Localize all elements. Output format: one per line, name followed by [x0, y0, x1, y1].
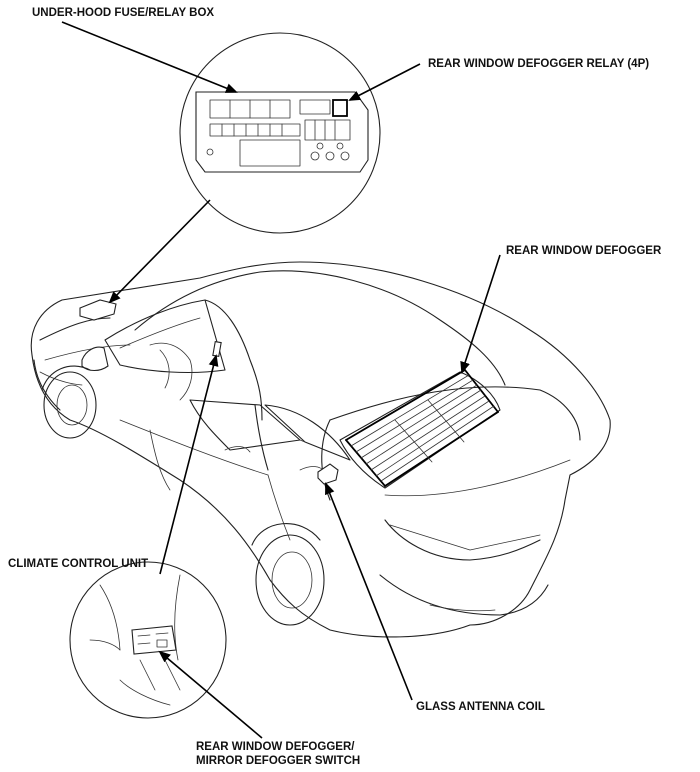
switch-inset: [69, 561, 227, 719]
car-illustration: [30, 261, 611, 638]
climate-control-label: CLIMATE CONTROL UNIT: [8, 558, 148, 570]
fuse-box-on-car: [79, 299, 117, 321]
leader-lines: [61, 21, 501, 739]
glass-antenna-coil: [317, 463, 339, 485]
antenna-label: GLASS ANTENNA COIL: [416, 701, 545, 713]
switch-label-line1: REAR WINDOW DEFOGGER/: [196, 741, 355, 753]
fuse-box-inset: [179, 32, 381, 234]
fuse-box-label: UNDER-HOOD FUSE/RELAY BOX: [32, 7, 214, 19]
rear-window-defogger-grid: [345, 369, 499, 487]
defogger-label: REAR WINDOW DEFOGGER: [506, 245, 662, 257]
switch-label-line2: MIRROR DEFOGGER SWITCH: [196, 755, 360, 767]
relay-label: REAR WINDOW DEFOGGER RELAY (4P): [428, 58, 649, 70]
